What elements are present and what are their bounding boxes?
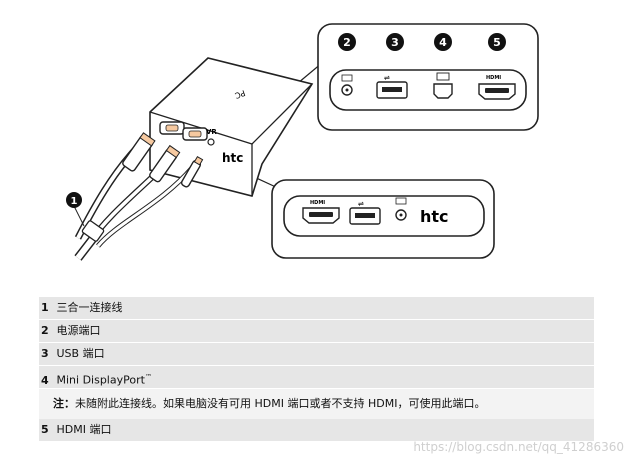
legend-number: 5	[41, 423, 49, 436]
svg-text:HDMI: HDMI	[310, 200, 325, 206]
legend-note: 注：未随附此连接线。如果电脑没有可用 HDMI 端口或者不支持 HDMI，可使用…	[39, 389, 594, 419]
note-label: 注：	[53, 397, 75, 410]
callout-2: 2	[338, 33, 356, 51]
legend-text: 三合一连接线	[56, 301, 123, 314]
svg-text:3: 3	[391, 36, 399, 49]
vr-label: VR	[206, 128, 217, 136]
legend-text: Mini DisplayPort	[56, 373, 145, 387]
legend-text: USB 端口	[56, 347, 105, 360]
svg-text:5: 5	[493, 36, 501, 49]
legend-row: 1 三合一连接线	[39, 297, 594, 320]
svg-text:⇌: ⇌	[384, 74, 390, 82]
legend-row: 4 Mini DisplayPort™	[39, 366, 594, 389]
svg-text:PC: PC	[233, 88, 246, 100]
legend-text: HDMI 端口	[56, 423, 112, 436]
svg-text:⇌: ⇌	[358, 200, 364, 208]
callout-1: 1	[66, 192, 85, 227]
front-ports-panel: HDMI ⇌ htc	[271, 179, 495, 259]
callout-5: 5	[488, 33, 506, 51]
legend-row: 3 USB 端口	[39, 343, 594, 366]
legend-row: 5 HDMI 端口	[39, 419, 594, 442]
panel-brand-logo: htc	[420, 207, 449, 226]
box-brand-logo: htc	[222, 151, 243, 165]
note-text: 未随附此连接线。如果电脑没有可用 HDMI 端口或者不支持 HDMI，可使用此端…	[75, 397, 486, 410]
legend-number: 2	[41, 324, 49, 337]
back-ports-panel: ⇌ HDMI 2 3 4 5	[317, 23, 539, 131]
three-in-one-cable	[74, 132, 204, 261]
trademark-symbol: ™	[144, 373, 152, 381]
callout-4: 4	[434, 33, 452, 51]
legend-number: 3	[41, 347, 49, 360]
legend-number: 1	[41, 301, 49, 314]
svg-text:1: 1	[71, 196, 78, 207]
svg-text:2: 2	[343, 36, 351, 49]
svg-text:4: 4	[439, 36, 447, 49]
legend-text: 电源端口	[56, 324, 101, 337]
legend-row: 2 电源端口	[39, 320, 594, 343]
legend-number: 4	[41, 373, 49, 387]
svg-text:HDMI: HDMI	[486, 75, 501, 81]
link-box-illustration: PC VR htc	[66, 23, 539, 261]
watermark: https://blog.csdn.net/qq_41286360	[413, 440, 624, 454]
link-box: PC VR htc	[149, 57, 314, 197]
port-legend: 1 三合一连接线 2 电源端口 3 USB 端口 4 Mini DisplayP…	[39, 297, 594, 442]
callout-3: 3	[386, 33, 404, 51]
